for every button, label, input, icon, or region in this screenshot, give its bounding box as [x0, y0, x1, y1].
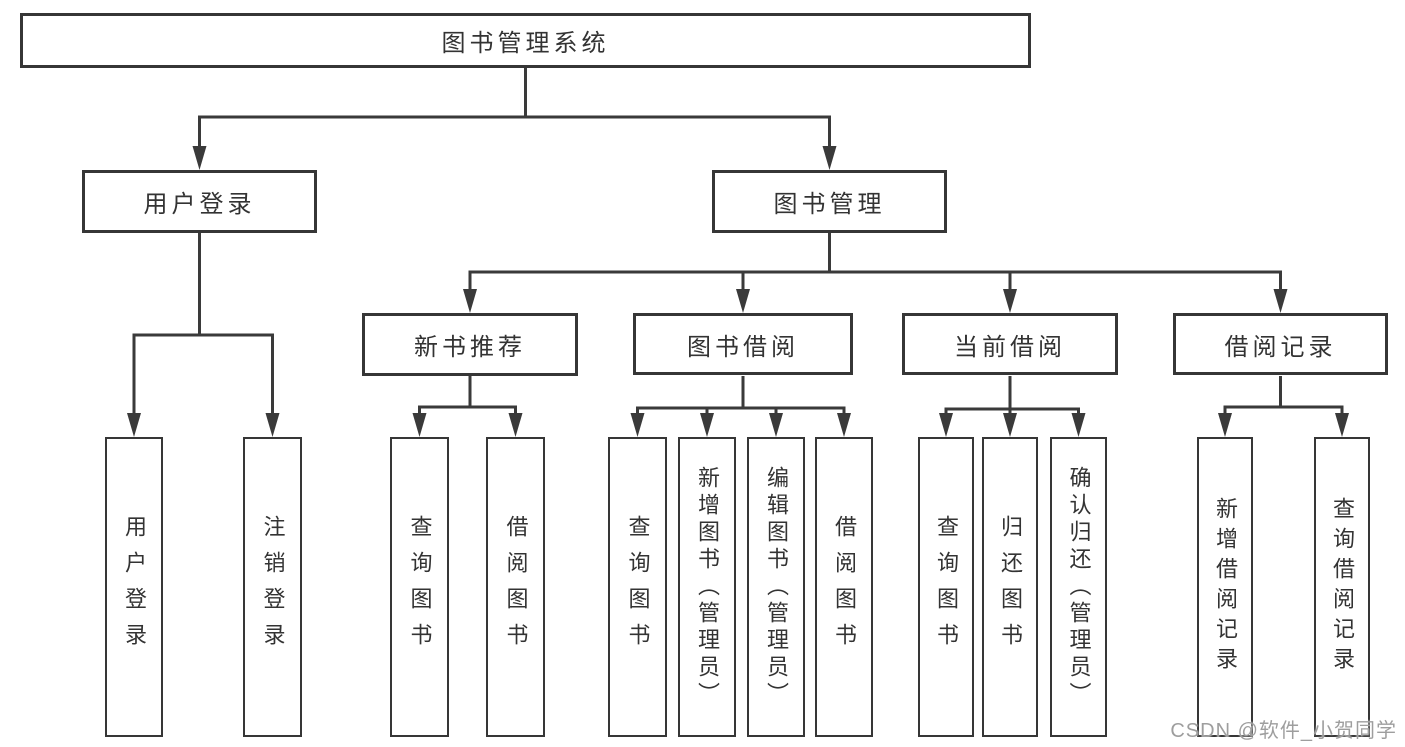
node-borrowing-records: 借阅记录: [1173, 313, 1388, 375]
leaf-add-borrow-record: 新增借阅记录: [1197, 437, 1253, 737]
watermark: CSDN @软件_小贺同学: [1170, 720, 1397, 742]
leaf-query-books-borrow: 查询图书: [608, 437, 667, 737]
node-root: 图书管理系统: [20, 13, 1031, 68]
leaf-add-books-admin: 新增图书（管理员）: [678, 437, 736, 737]
node-book-management: 图书管理: [712, 170, 947, 233]
leaf-borrow-books-borrow: 借阅图书: [815, 437, 873, 737]
leaf-query-borrow-record: 查询借阅记录: [1314, 437, 1370, 737]
leaf-return-books: 归还图书: [982, 437, 1038, 737]
leaf-query-books-recommend: 查询图书: [390, 437, 449, 737]
leaf-user-login: 用户登录: [105, 437, 163, 737]
node-new-book-recommendation: 新书推荐: [362, 313, 578, 376]
leaf-query-books-current: 查询图书: [918, 437, 974, 737]
node-user-login: 用户登录: [82, 170, 317, 233]
leaf-logout-login: 注销登录: [243, 437, 302, 737]
leaf-borrow-books-recommend: 借阅图书: [486, 437, 545, 737]
leaf-edit-books-admin: 编辑图书（管理员）: [747, 437, 805, 737]
node-book-borrowing: 图书借阅: [633, 313, 853, 375]
node-current-borrowing: 当前借阅: [902, 313, 1118, 375]
leaf-confirm-return-admin: 确认归还（管理员）: [1050, 437, 1107, 737]
